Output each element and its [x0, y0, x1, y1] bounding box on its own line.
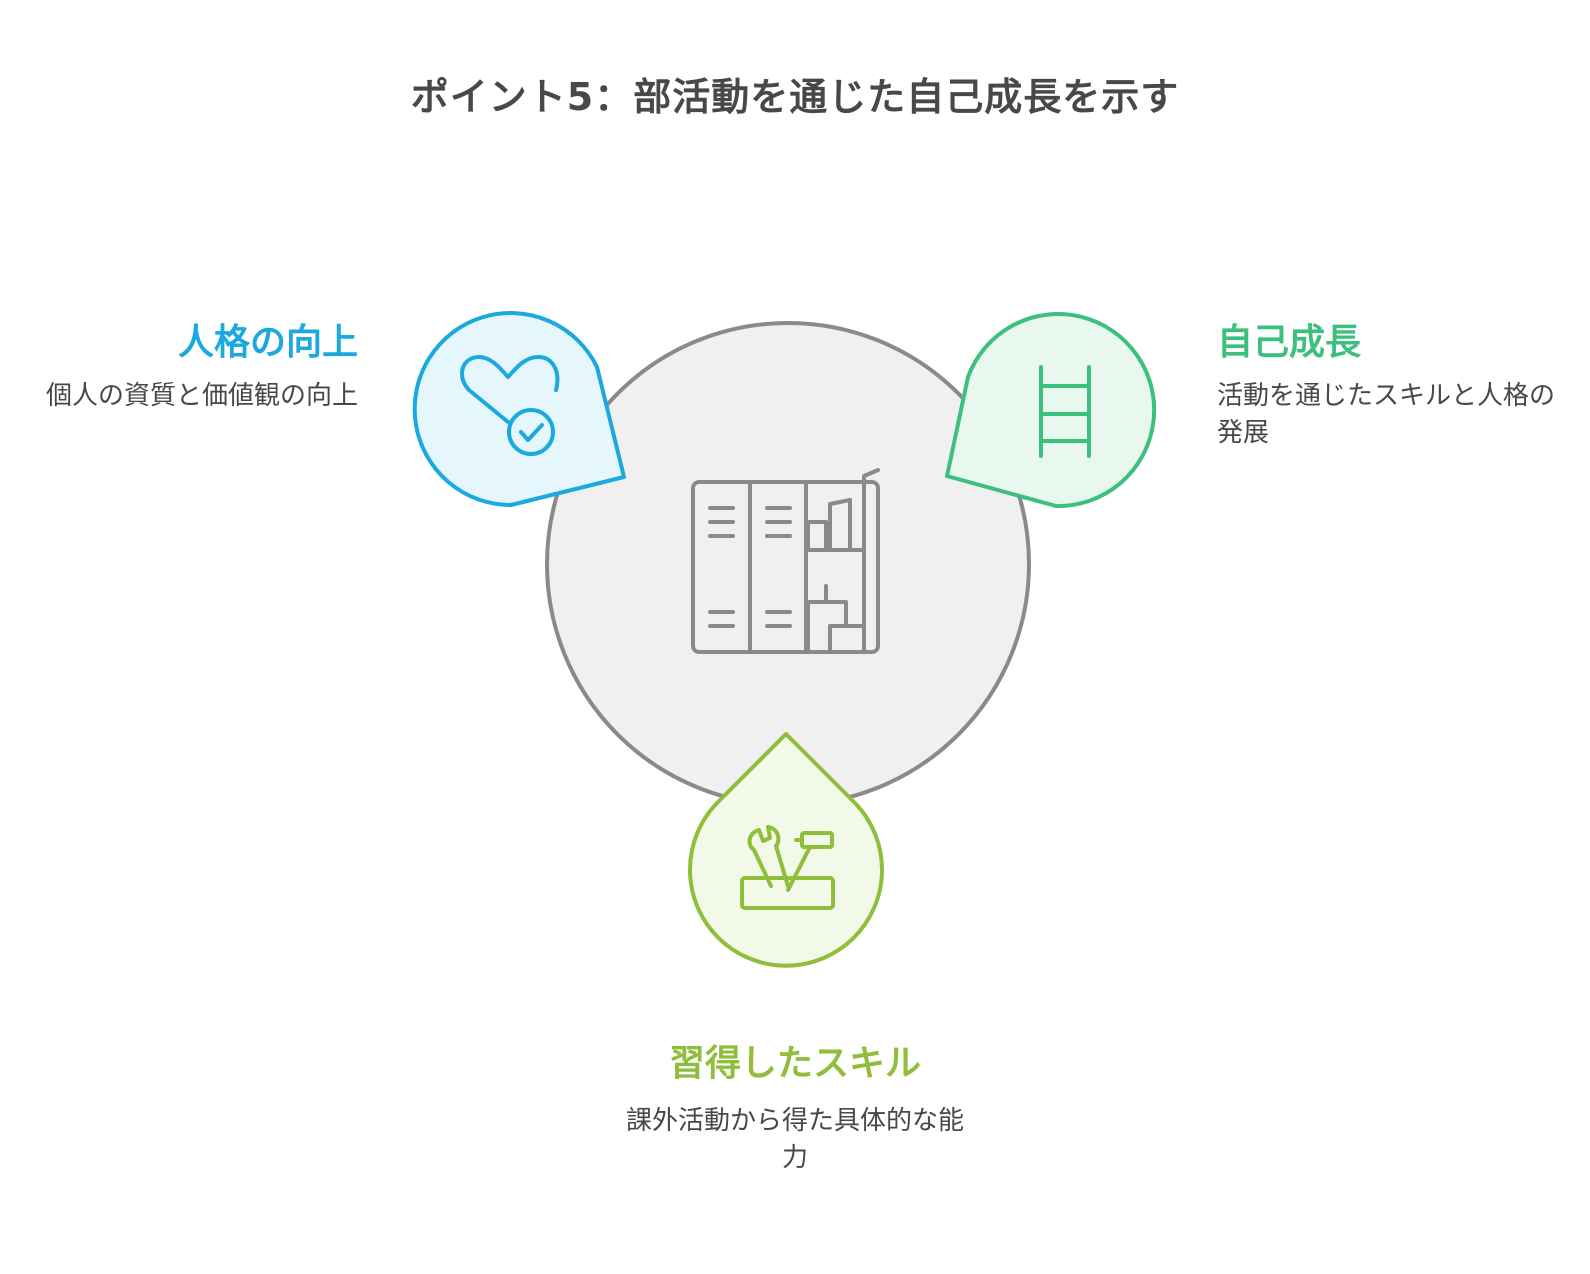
node-right-description: 活動を通じたスキルと人格の発展 — [1217, 381, 1556, 448]
node-left-pin — [412, 311, 626, 508]
node-right-heading: 自己成長 — [1217, 322, 1362, 363]
heart-check-icon — [459, 355, 560, 456]
locker-icon — [691, 468, 880, 654]
node-right-pin — [945, 312, 1157, 509]
page-title: ポイント5：部活動を通じた自己成長を示す — [410, 75, 1180, 119]
center-circle — [545, 321, 1031, 807]
toolbox-icon — [740, 825, 835, 910]
node-bottom-description: 課外活動から得た具体的な能力 — [625, 1106, 964, 1173]
node-left-description: 個人の資質と価値観の向上 — [45, 381, 358, 411]
node-bottom-heading: 習得したスキル — [668, 1043, 921, 1084]
ladder-icon — [1039, 365, 1091, 458]
node-left-heading: 人格の向上 — [177, 322, 358, 363]
node-bottom-pin — [688, 732, 884, 968]
